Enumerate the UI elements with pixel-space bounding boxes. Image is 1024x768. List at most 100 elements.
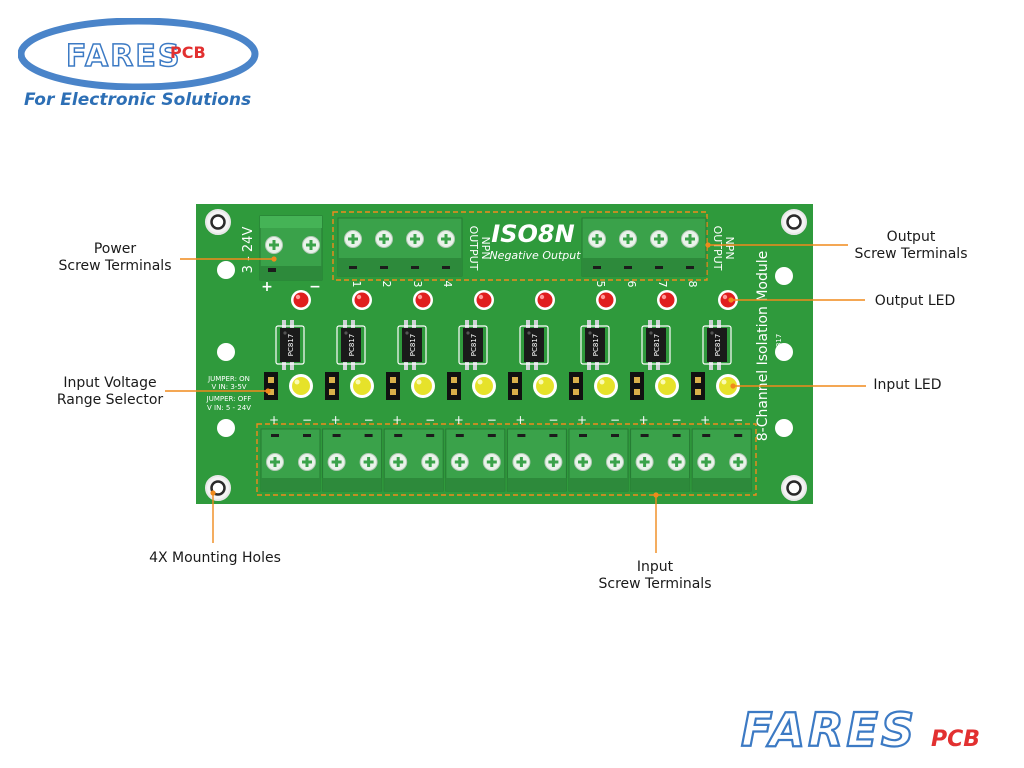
opto-dot-3	[405, 331, 409, 335]
callout-output-terminals: Output Screw Terminals	[836, 229, 986, 263]
input-screw-minus-6-slot-v	[613, 457, 617, 467]
jumper-pin-b-7	[634, 389, 640, 395]
opto-pin-bottom-4-1	[465, 362, 469, 370]
board-pad-5	[775, 343, 793, 361]
opto-outline-3	[397, 325, 427, 365]
jumper-pin-a-7	[634, 377, 640, 383]
opto-pin-top-3-1	[404, 320, 408, 328]
output-screw-right-3-slot-v	[657, 234, 661, 244]
input-screw-plus-7-slot-v	[643, 457, 647, 467]
input-pin-marker-b-4	[487, 434, 496, 437]
callout-input-terminals-line1: Input	[636, 559, 674, 575]
opto-dot-6	[588, 331, 592, 335]
opto-pin-bottom-4-2	[473, 362, 477, 370]
output-screw-right-2-slot-v	[626, 234, 630, 244]
callout-output-led: Output LED	[850, 293, 980, 310]
jumper-3	[386, 372, 400, 400]
opto-outline-8	[702, 325, 732, 365]
opto-dot-5	[527, 331, 531, 335]
output-screw-right-4-slot-v	[688, 234, 692, 244]
opto-pin-top-7-1	[648, 320, 652, 328]
input-pin-marker-a-1	[271, 434, 279, 437]
opto-outline-7	[641, 325, 671, 365]
power-voltage-label: 3 - 24V	[241, 227, 256, 274]
opto-dot-1	[283, 331, 287, 335]
opto-label-6: PC817	[592, 334, 600, 356]
output-number-5: 5	[594, 281, 607, 288]
output-led-4	[476, 292, 492, 308]
input-screw-minus-3-slot-v	[428, 457, 432, 467]
board-pad-4	[775, 267, 793, 285]
power-screw-minus-slot-v	[309, 240, 313, 250]
output-pin-marker-left-4	[442, 266, 450, 269]
opto-pin-top-4-1	[465, 320, 469, 328]
power-plus-label: +	[261, 279, 273, 295]
input-minus-label-1: −	[302, 413, 312, 427]
output-label-right-b: NPN	[723, 236, 736, 259]
input-pin-marker-a-5	[517, 434, 526, 437]
optocoupler-1	[280, 328, 300, 362]
jumper-off-label: JUMPER: OFF	[206, 395, 252, 403]
callout-mounting-line1: 4X Mounting Holes	[149, 550, 281, 566]
jumper-pin-a-3	[390, 377, 396, 383]
power-terminal-top	[260, 216, 322, 228]
input-plus-label-2: +	[331, 413, 341, 427]
input-screw-plus-8-slot-v	[704, 457, 708, 467]
input-minus-label-4: −	[487, 413, 497, 427]
mounting-hole-inner-2	[786, 214, 802, 230]
input-screw-plus-5-slot-v	[519, 457, 523, 467]
output-pin-marker-left-3	[411, 266, 419, 269]
output-number-7: 7	[656, 281, 669, 288]
input-screw-plus-4-slot-v	[458, 457, 462, 467]
input-terminals-outline	[256, 423, 757, 496]
input-plus-label-7: +	[639, 413, 649, 427]
input-terminal-bottom-7	[630, 478, 690, 491]
output-led-glint-8	[722, 294, 728, 300]
input-led-glint-6	[599, 379, 605, 385]
opto-pin-bottom-7-2	[656, 362, 660, 370]
input-pin-marker-b-6	[611, 434, 619, 437]
footer-logo-main: FARES	[741, 703, 917, 756]
output-pin-marker-left-1	[349, 266, 357, 269]
input-led-glint-4	[477, 379, 483, 385]
jumper-6	[569, 372, 583, 400]
optocoupler-4	[463, 328, 483, 362]
input-pin-marker-a-6	[579, 434, 587, 437]
opto-dot-2	[344, 331, 348, 335]
input-minus-label-8: −	[733, 413, 743, 427]
input-plus-label-3: +	[392, 413, 402, 427]
opto-pin-top-7-2	[656, 320, 660, 328]
opto-label-4: PC817	[470, 334, 478, 356]
callout-input-led-line1: Input LED	[873, 377, 942, 393]
power-pin-marker	[268, 268, 276, 272]
optocoupler-6	[585, 328, 605, 362]
callout-dot-input-voltage	[265, 388, 271, 394]
output-pin-marker-right-4	[686, 266, 694, 269]
opto-outline-5	[519, 325, 549, 365]
input-screw-plus-6-slot-v	[581, 457, 585, 467]
callout-dot-power	[271, 256, 277, 262]
opto-pin-top-6-1	[587, 320, 591, 328]
opto-dot-7	[649, 331, 653, 335]
jumper-1	[264, 372, 278, 400]
callout-output-led-line1: Output LED	[874, 293, 956, 309]
opto-outline-4	[458, 325, 488, 365]
jumper-2	[325, 372, 339, 400]
opto-pin-bottom-3-2	[412, 362, 416, 370]
jumper-off-range: V IN: 5 - 24V	[207, 404, 251, 412]
output-led-glint-2	[356, 294, 362, 300]
brand-tagline: For Electronic Solutions	[24, 90, 252, 110]
callout-dot-input-led	[730, 383, 736, 389]
opto-label-2: PC817	[348, 334, 356, 356]
input-plus-label-1: +	[269, 413, 279, 427]
output-number-1: 1	[350, 281, 363, 288]
callout-input-led: Input LED	[850, 377, 965, 394]
input-minus-label-3: −	[425, 413, 435, 427]
callout-input-terminals-line2: Screw Terminals	[598, 576, 712, 592]
jumper-pin-a-4	[451, 377, 457, 383]
output-number-8: 8	[686, 281, 699, 288]
input-pin-marker-b-8	[734, 434, 743, 437]
board-pad-2	[217, 343, 235, 361]
output-number-6: 6	[625, 281, 638, 288]
input-pin-marker-b-2	[364, 434, 373, 437]
